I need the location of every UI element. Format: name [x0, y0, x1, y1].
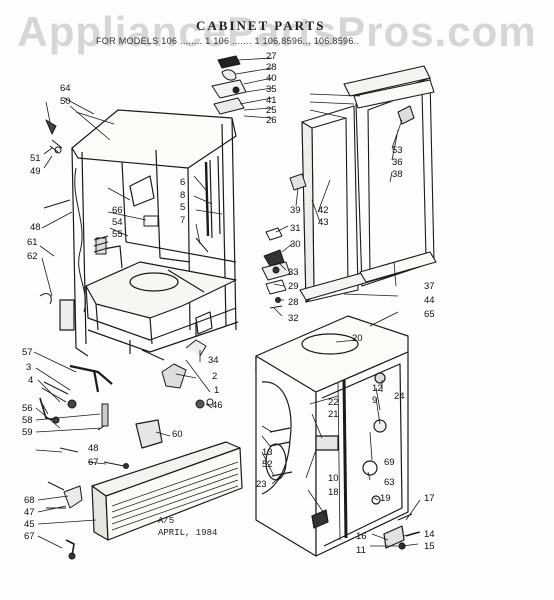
callout-51: 51: [30, 153, 41, 164]
callout-57: 57: [22, 347, 33, 358]
callout-40: 40: [266, 73, 277, 84]
callout-44: 44: [424, 295, 435, 306]
callout-30: 30: [290, 239, 301, 250]
callout-50: 50: [60, 96, 71, 107]
callout-48b: 48: [88, 443, 99, 454]
cabinet-liner: [255, 315, 421, 557]
leader-lines: [33, 57, 421, 549]
callout-28: 28: [266, 62, 277, 73]
callout-32: 32: [288, 313, 299, 324]
callout-59: 59: [22, 427, 33, 438]
callout-46: 46: [212, 400, 223, 411]
callout-60: 60: [172, 429, 183, 440]
callout-34: 34: [208, 355, 219, 366]
callout-12: 12: [372, 383, 383, 394]
callout-39: 39: [290, 205, 301, 216]
callout-2: 2: [212, 371, 218, 382]
cabinet-frame: [59, 109, 239, 357]
top-hinge-parts: [211, 55, 247, 115]
callout-29: 29: [288, 281, 299, 292]
footer-date: APRIL, 1984: [158, 528, 218, 538]
callout-15: 15: [424, 541, 435, 552]
callout-16: 16: [356, 531, 367, 542]
callout-35: 35: [266, 84, 277, 95]
callout-10: 10: [328, 473, 339, 484]
callout-4: 4: [28, 375, 34, 386]
callout-13: 13: [262, 447, 273, 458]
callout-52: 52: [262, 459, 273, 470]
callout-3: 3: [26, 362, 32, 373]
callout-55: 55: [112, 229, 123, 240]
footer-code: A/5: [158, 516, 175, 526]
callout-19: 19: [380, 493, 391, 504]
callout-67b: 67: [88, 457, 99, 468]
callout-31: 31: [290, 223, 301, 234]
callout-69: 69: [384, 457, 395, 468]
callout-54: 54: [112, 217, 123, 228]
callout-28b: 28: [288, 297, 299, 308]
callout-37: 37: [424, 281, 435, 292]
callout-58: 58: [22, 415, 33, 426]
callout-26: 26: [266, 115, 277, 126]
callout-49: 49: [30, 166, 41, 177]
callout-36: 36: [392, 157, 403, 168]
callout-5: 5: [180, 202, 186, 213]
callout-20: 20: [352, 333, 363, 344]
callout-8: 8: [180, 190, 186, 201]
base-grille: [91, 419, 243, 541]
callout-45: 45: [24, 519, 35, 530]
callout-17: 17: [424, 493, 435, 504]
callout-21: 21: [328, 409, 339, 420]
callout-61: 61: [27, 237, 38, 248]
diagram-subtitle: FOR MODELS 106 ........ 1 106 ....... 1 …: [96, 36, 360, 46]
diagram-title: CABINET PARTS: [196, 18, 326, 33]
callout-68: 68: [24, 495, 35, 506]
callout-64: 64: [60, 83, 71, 94]
callout-67: 67: [24, 531, 35, 542]
callout-7: 7: [180, 215, 186, 226]
callout-66: 66: [112, 205, 123, 216]
callout-56: 56: [22, 403, 33, 414]
callout-25: 25: [266, 105, 277, 116]
callout-9: 9: [372, 395, 378, 406]
callout-38: 38: [392, 169, 403, 180]
callout-23: 23: [256, 479, 267, 490]
callout-47: 47: [24, 507, 35, 518]
callout-14: 14: [424, 529, 435, 540]
callout-24: 24: [394, 391, 405, 402]
callout-62: 62: [27, 251, 38, 262]
callout-63: 63: [384, 477, 395, 488]
callout-41: 41: [266, 95, 277, 106]
callout-53: 53: [392, 145, 403, 156]
callout-43: 43: [318, 217, 329, 228]
callout-6: 6: [180, 177, 186, 188]
callout-11: 11: [356, 545, 366, 556]
callout-42: 42: [318, 205, 329, 216]
callout-33: 33: [288, 267, 299, 278]
callout-18: 18: [328, 487, 339, 498]
callout-27: 27: [266, 51, 277, 62]
left-small-parts: [39, 119, 214, 560]
door-trim-strips: [299, 65, 437, 303]
callout-22: 22: [328, 397, 339, 408]
callout-48: 48: [30, 222, 41, 233]
callout-1: 1: [214, 385, 220, 396]
callout-65: 65: [424, 309, 435, 320]
